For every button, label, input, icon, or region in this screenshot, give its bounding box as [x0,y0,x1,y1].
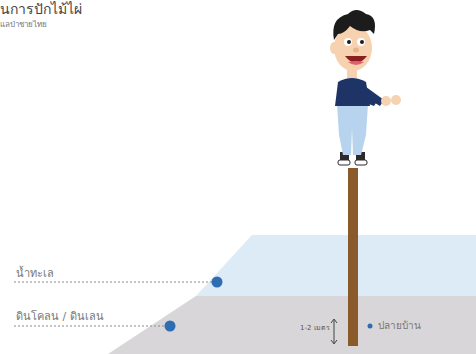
leader-line [14,326,168,327]
arrow-head [331,319,337,323]
subtitle-text: แลป่าชายไทย [0,21,47,30]
person [330,10,401,165]
layer-label: ดินโคลน / ดินเลน [16,311,104,323]
mud-layer [108,296,476,354]
leader-line [14,282,212,283]
marker-dot [212,277,223,288]
arrow-head [331,340,337,344]
marker-dot [165,321,176,332]
marker-dot [368,324,373,329]
title-text: นการปักไม้ไผ่ [0,2,82,17]
dimension-label: 1-2 เมตร [300,325,330,333]
bamboo-pole [348,168,358,346]
layer-label: น้ำทะเล [16,268,54,280]
point-label: ปลายบ้าน [378,320,421,331]
water-layer [196,235,476,296]
dimension-arrow [334,320,335,343]
